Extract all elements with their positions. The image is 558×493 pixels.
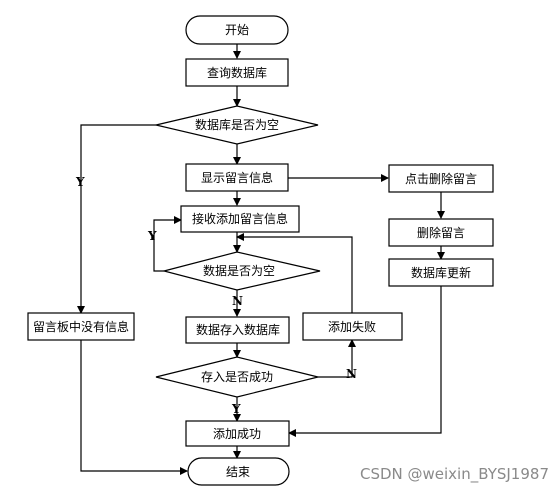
edge-data-empty-yes: [153, 216, 182, 272]
node-no-info: 留言板中没有信息: [27, 312, 135, 341]
node-db-update-label: 数据库更新: [411, 265, 471, 280]
decision-data-empty: 数据是否为空: [161, 251, 321, 291]
node-click-delete-label: 点击删除留言: [405, 171, 477, 186]
node-db-update: 数据库更新: [388, 258, 494, 287]
edge-label-save-success-yes: Y: [231, 402, 241, 416]
edge-label-db-empty-yes: Y: [75, 175, 85, 189]
node-add-success-label: 添加成功: [213, 427, 261, 441]
node-delete-msg-label: 删除留言: [417, 225, 465, 240]
node-save-db: 数据存入数据库: [185, 316, 290, 344]
node-save-db-label: 数据存入数据库: [196, 322, 280, 337]
node-click-delete: 点击删除留言: [388, 164, 494, 193]
node-end: 结束: [187, 457, 290, 486]
decision-save-success-label: 存入是否成功: [201, 370, 273, 384]
decision-db-empty-label: 数据库是否为空: [195, 117, 279, 132]
edge-fail-loop: [236, 233, 353, 313]
node-start: 开始: [185, 15, 289, 45]
node-end-label: 结束: [226, 465, 250, 479]
edges: [77, 44, 445, 475]
node-query-db: 查询数据库: [185, 58, 289, 87]
watermark: CSDN @weixin_BYSJ1987: [360, 465, 549, 484]
edge-db-empty-yes: [77, 124, 156, 314]
node-show-msgs: 显示留言信息: [185, 163, 289, 192]
node-delete-msg: 删除留言: [388, 218, 494, 247]
node-no-info-label: 留言板中没有信息: [33, 319, 129, 334]
node-receive-add: 接收添加留言信息: [180, 205, 300, 233]
node-receive-add-label: 接收添加留言信息: [192, 211, 288, 226]
edge-noinfo-end: [80, 340, 188, 475]
edge-update-success: [288, 286, 442, 437]
node-add-success: 添加成功: [185, 420, 290, 447]
node-add-fail-label: 添加失败: [328, 319, 376, 334]
decision-db-empty: 数据库是否为空: [155, 105, 319, 145]
node-start-label: 开始: [225, 23, 249, 37]
edge-label-data-empty-yes: Y: [147, 229, 157, 243]
edge-label-data-empty-no: N: [232, 294, 243, 308]
edge-save-no-fail: [318, 339, 356, 378]
edge-label-save-success-no: N: [346, 367, 357, 381]
decision-save-success: 存入是否成功: [155, 356, 319, 398]
node-add-fail: 添加失败: [302, 312, 403, 341]
node-query-db-label: 查询数据库: [207, 65, 267, 80]
decision-data-empty-label: 数据是否为空: [203, 263, 275, 278]
node-show-msgs-label: 显示留言信息: [201, 170, 273, 185]
